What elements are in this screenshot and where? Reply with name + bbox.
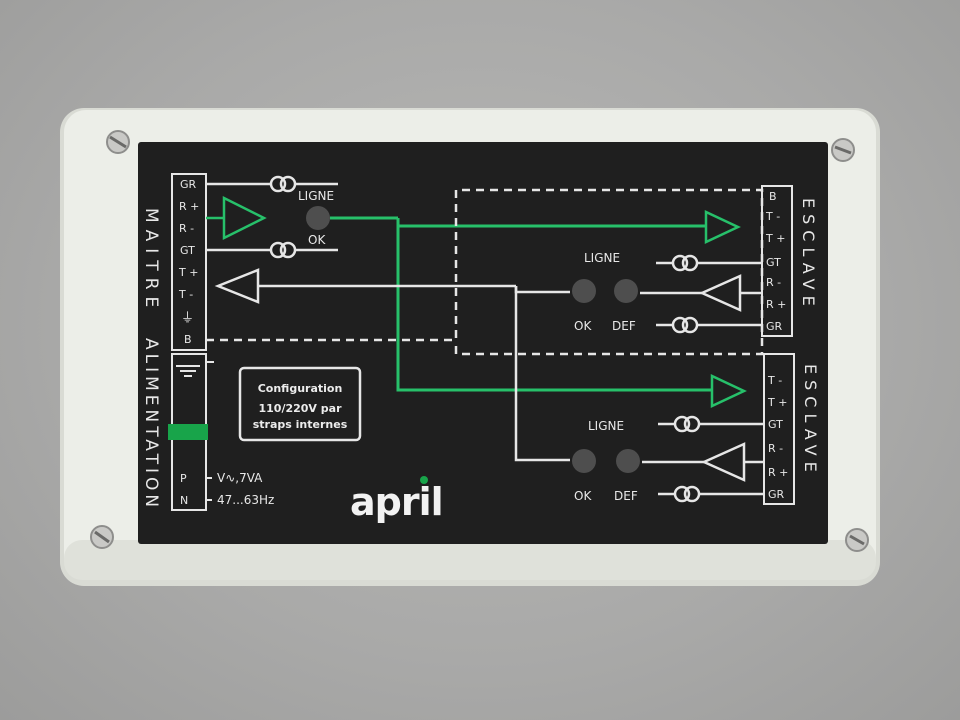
terminal-label: GR — [766, 320, 783, 333]
terminal-label: R - — [768, 442, 783, 455]
slave-1-def-label: DEF — [612, 319, 636, 333]
side-label-esclave-2: ESCLAVE — [801, 364, 820, 478]
terminal-label: GT — [766, 256, 781, 269]
terminal-label: R - — [766, 276, 781, 289]
terminal-label: GT — [768, 418, 783, 431]
slave-2-ok-led — [572, 449, 596, 473]
face-plate — [138, 142, 828, 544]
slave-2-ligne-label: LIGNE — [588, 419, 624, 433]
arrow-icon — [704, 210, 741, 244]
logo-dot — [420, 476, 428, 484]
power-terminal-block: P N V∿,7VA 47...63Hz — [168, 353, 274, 511]
arrow-icon — [710, 374, 747, 408]
frequency-spec: 47...63Hz — [217, 493, 274, 507]
slave-1-module: LIGNE OK DEF B T - T + GT R - R + GR ESC… — [572, 185, 818, 337]
power-spec: V∿,7VA — [217, 471, 263, 485]
side-label-maitre: MAITRE — [141, 208, 161, 314]
config-line-2: 110/220V par — [258, 402, 342, 415]
master-ligne-label: LIGNE — [298, 189, 334, 203]
terminal-label: GR — [180, 178, 197, 191]
transformer-icon — [269, 241, 297, 259]
terminal-label: B — [184, 333, 192, 346]
terminal-label: T - — [765, 210, 780, 223]
terminal-label: N — [180, 494, 188, 507]
screw-icon — [106, 130, 130, 154]
transmit-signal-path — [330, 216, 712, 392]
transformer-icon — [269, 175, 297, 193]
terminal-label: T + — [767, 396, 787, 409]
screw-icon — [831, 138, 855, 162]
slave-2-def-led — [616, 449, 640, 473]
terminal-label: T + — [178, 266, 198, 279]
screw-icon — [90, 525, 114, 549]
terminal-label: R + — [768, 466, 788, 479]
transformer-icon — [673, 415, 701, 433]
terminal-label: R + — [766, 298, 786, 311]
master-terminal-block: GR R + R - GT T + T - ⏚ B — [171, 173, 207, 351]
terminal-label: T - — [178, 288, 193, 301]
side-label-esclave-1: ESCLAVE — [799, 198, 818, 312]
transformer-icon — [673, 485, 701, 503]
slave-1-ligne-label: LIGNE — [584, 251, 620, 265]
slave-2-def-label: DEF — [614, 489, 638, 503]
slave-1-def-led — [614, 279, 638, 303]
receive-signal-path — [258, 284, 570, 462]
slave-1-ok-led — [572, 279, 596, 303]
master-wiring — [206, 182, 338, 252]
master-ok-label: OK — [308, 233, 326, 247]
terminal-label: P — [180, 472, 187, 485]
terminal-label: T + — [765, 232, 785, 245]
slave-2-ok-label: OK — [574, 489, 592, 503]
config-line-1: Configuration — [258, 382, 343, 395]
terminal-label: B — [769, 190, 777, 203]
terminal-label: GT — [180, 244, 195, 257]
slave-2-module: LIGNE OK DEF T - T + GT R - R + GR ESCLA… — [572, 353, 820, 505]
brand-logo: april — [350, 480, 443, 524]
power-indicator — [168, 424, 208, 440]
configuration-box: Configuration 110/220V par straps intern… — [238, 366, 362, 442]
terminal-label: R + — [179, 200, 199, 213]
terminal-label: GR — [768, 488, 785, 501]
terminal-label: T - — [767, 374, 782, 387]
terminal-label: R - — [179, 222, 194, 235]
ground-icon: ⏚ — [181, 311, 194, 326]
slave-1-ok-label: OK — [574, 319, 592, 333]
master-led — [306, 206, 330, 230]
side-label-alimentation: ALIMENTATION — [141, 338, 161, 511]
screw-icon — [845, 528, 869, 552]
transformer-icon — [671, 254, 699, 272]
transformer-icon — [671, 316, 699, 334]
config-line-3: straps internes — [253, 418, 348, 431]
